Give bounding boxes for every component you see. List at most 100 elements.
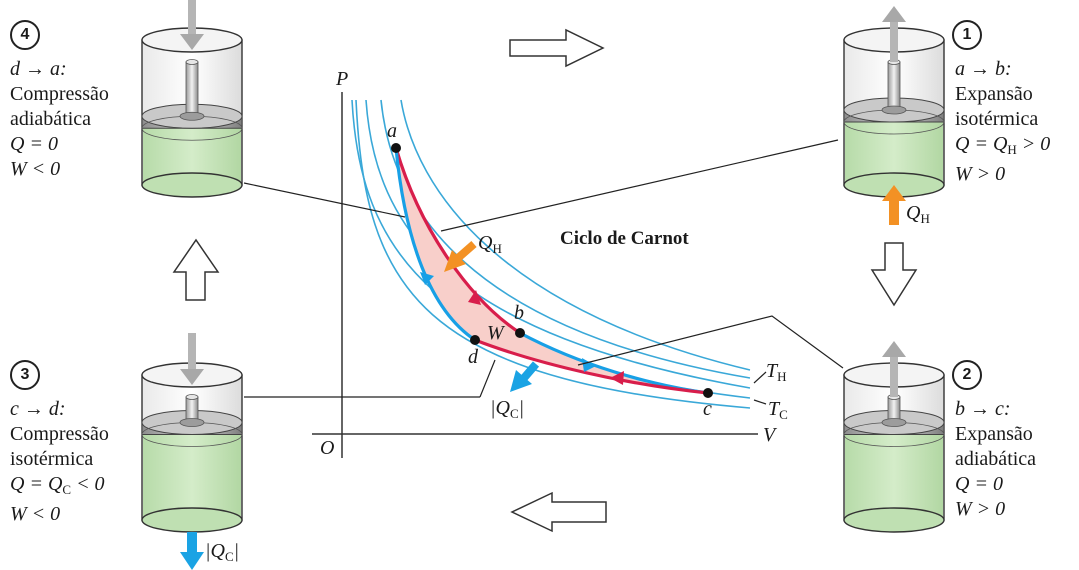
piston-rod <box>185 61 199 117</box>
stage-1-heat-letter-sub: H <box>920 211 930 226</box>
piston-rod-collar <box>179 111 205 121</box>
cylinders-layer <box>141 0 945 570</box>
stage-2-name-2: adiabática <box>955 448 1037 470</box>
process-c-to-d <box>474 338 709 395</box>
stage-3-heat-main: Q = Q <box>10 473 63 495</box>
piston-rod-collar <box>179 418 205 427</box>
stage-1-heat-tail: > 0 <box>1016 133 1051 155</box>
cylinder-base <box>141 507 243 533</box>
stage-1-name-2: isotérmica <box>955 108 1039 130</box>
stage-4-name-2: adiabática <box>10 108 92 130</box>
flow-arrow-left <box>510 491 607 533</box>
qh-label: QH <box>478 232 502 257</box>
stage-4-work: W < 0 <box>10 158 61 180</box>
stage-3-name-2: isotérmica <box>10 448 94 470</box>
heat-out-arrow-head <box>180 552 204 570</box>
tc-letter: T <box>768 398 780 420</box>
piston-cylinder-stage-2 <box>843 341 945 533</box>
force-arrow-shaft <box>890 357 898 397</box>
axis-label-v: V <box>763 424 776 446</box>
stage-3-heat-letter: |Q <box>205 540 225 562</box>
flow-arrow-down <box>870 242 918 307</box>
state-point-c <box>703 388 713 398</box>
heat-out-arrow-shaft <box>187 532 197 554</box>
stage-3-heat: Q = QC < 0 <box>10 472 109 502</box>
stage-1-heat-label: QH <box>906 202 930 227</box>
tc-label: TC <box>768 398 788 423</box>
leader-stage-2 <box>577 315 844 369</box>
stage-3-process: c → d: <box>10 398 66 420</box>
qc-bar: | <box>518 397 525 419</box>
qc-label: |QC| <box>490 397 524 422</box>
stage-3-name-1: Compressão <box>10 423 109 445</box>
leader-stage-4 <box>243 182 406 218</box>
stage-2-work: W > 0 <box>955 498 1006 520</box>
stage-3-badge: 3 <box>10 360 40 390</box>
point-label-d: d <box>468 346 478 368</box>
stage-4-process: d → a: <box>10 58 67 80</box>
heat-in-arrow-shaft <box>889 199 899 225</box>
piston-rod-collar <box>881 105 907 115</box>
stage-4-description: d → a: Compressão adiabática Q = 0 W < 0 <box>10 57 109 182</box>
qc-out-arrowhead <box>510 370 532 392</box>
stage-1-heat-sub: H <box>1007 142 1017 157</box>
qh-subscript: H <box>492 241 502 256</box>
force-arrow-shaft <box>188 0 196 38</box>
flow-arrow-up <box>172 238 220 301</box>
stage-2-heat: Q = 0 <box>955 473 1003 495</box>
isotherm-curve-5 <box>355 99 751 409</box>
stage-4-heat: Q = 0 <box>10 133 58 155</box>
force-arrow-head-up <box>882 341 906 357</box>
force-arrow-head-up <box>882 6 906 22</box>
flow-arrow-right <box>509 28 605 68</box>
stage-3-heat-letter-tail: | <box>233 540 240 562</box>
stage-1-work: W > 0 <box>955 163 1006 185</box>
stage-3-heat-letter-sub: C <box>224 549 234 564</box>
piston-rod-cap <box>185 394 199 400</box>
stage-1-process: a → b: <box>955 58 1012 80</box>
force-arrow-head-down <box>180 34 204 50</box>
qh-letter: Q <box>478 232 493 254</box>
process-d-to-a <box>394 147 476 342</box>
cycle-area <box>396 148 708 393</box>
piston-cylinder-stage-4 <box>141 0 243 198</box>
qc-letter: |Q <box>490 397 510 419</box>
state-points <box>391 143 713 398</box>
piston-cylinder-stage-3 <box>141 333 243 570</box>
qc-subscript: C <box>509 406 519 421</box>
tc-subscript: C <box>779 407 788 422</box>
stage-4-name-1: Compressão <box>10 83 109 105</box>
stage-1-heat-letter: Q <box>906 202 921 224</box>
stage-3-work: W < 0 <box>10 503 61 525</box>
stage-1-badge: 1 <box>952 20 982 50</box>
piston-rod-cap <box>185 59 199 65</box>
arrow-d-a <box>420 272 434 285</box>
point-label-b: b <box>514 302 524 324</box>
state-point-a <box>391 143 401 153</box>
qh-in-arrow <box>455 240 477 262</box>
arrow-c-d <box>610 371 624 385</box>
axis-origin-label: O <box>320 437 335 459</box>
leader-th <box>753 371 767 384</box>
qc-out-arrow <box>520 361 540 381</box>
heat-in-arrow-head <box>882 185 906 201</box>
stage-3-heat-sub: C <box>62 482 72 497</box>
point-label-a: a <box>387 120 397 142</box>
point-label-c: c <box>703 398 712 420</box>
work-label: W <box>487 322 504 344</box>
isotherm-curve-4 <box>400 99 751 371</box>
th-label: TH <box>766 360 787 385</box>
stage-2-process: b → c: <box>955 398 1011 420</box>
force-arrow-head-down <box>180 369 204 385</box>
piston-rod-collar <box>881 418 907 427</box>
stage-1-heat: Q = QH > 0 <box>955 132 1050 162</box>
leader-d-label <box>479 359 496 398</box>
stage-4-badge: 4 <box>10 20 40 50</box>
piston-cylinder-stage-1 <box>843 6 945 225</box>
isotherm-curve-3 <box>380 99 751 379</box>
leader-tc <box>753 399 767 405</box>
qh-in-arrowhead <box>444 250 466 272</box>
stage-3-description: c → d: Compressão isotérmica Q = QC < 0 … <box>10 397 109 527</box>
arrow-b-c <box>582 358 596 372</box>
